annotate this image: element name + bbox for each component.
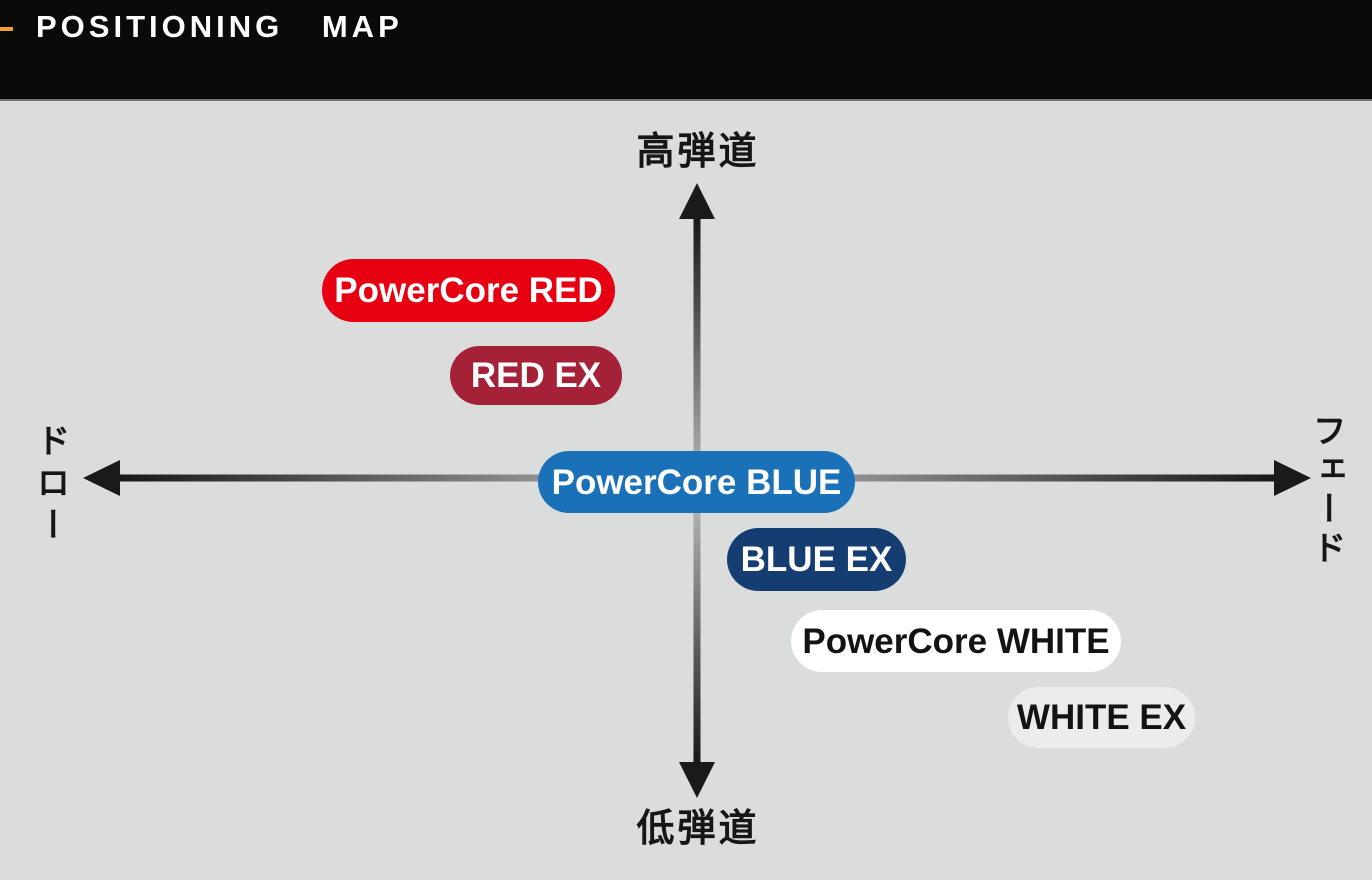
arrow-left-icon xyxy=(83,460,120,496)
header-bar: POSITIONING MAP xyxy=(0,0,1372,99)
axis-label-high-trajectory: 高弾道 xyxy=(636,131,760,173)
bottom-strip xyxy=(0,880,1372,886)
arrow-right-icon xyxy=(1274,460,1311,496)
pill-white-ex: WHITE EX xyxy=(1008,687,1195,748)
axis-label-draw: ドロー xyxy=(31,423,69,549)
pill-powercore-red: PowerCore RED xyxy=(322,259,615,322)
pill-powercore-blue: PowerCore BLUE xyxy=(538,451,855,513)
axis-label-low-trajectory: 低弾道 xyxy=(636,808,760,850)
page-title: POSITIONING MAP xyxy=(36,9,403,44)
axis-label-fade: フェード xyxy=(1307,413,1345,569)
pill-powercore-white: PowerCore WHITE xyxy=(791,610,1121,672)
pill-red-ex: RED EX xyxy=(450,346,622,405)
arrow-up-icon xyxy=(679,183,715,219)
pill-blue-ex: BLUE EX xyxy=(727,528,906,591)
arrow-down-icon xyxy=(679,762,715,798)
accent-dash xyxy=(0,27,13,31)
